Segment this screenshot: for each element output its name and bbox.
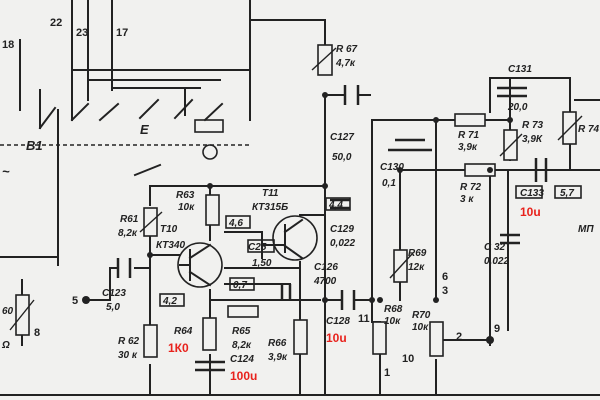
r66-value: 3,9к	[268, 352, 288, 363]
transistor-t10	[177, 242, 223, 288]
pin-17: 17	[116, 27, 128, 39]
r63-value: 10к	[178, 202, 195, 213]
c133-label: С133	[520, 188, 544, 199]
resistor-r66	[293, 319, 308, 355]
c123-value: 5,0	[106, 302, 120, 313]
node-11: 11	[358, 313, 370, 325]
t11-type: КТ315Б	[252, 202, 288, 213]
c129-value: 0,022	[330, 238, 355, 249]
switch-b1-label: В1	[26, 138, 43, 153]
c126-value: 4700	[313, 276, 337, 287]
resistor-r67	[317, 44, 333, 76]
resistor-r71	[454, 113, 486, 127]
capacitors	[116, 85, 548, 372]
resistor-r63	[205, 194, 220, 226]
r67-label: R 67	[336, 44, 358, 55]
r72-label: R 72	[460, 182, 482, 193]
r70-value: 10к	[412, 322, 429, 333]
c128-label: С128	[326, 316, 350, 327]
node-2: 2	[456, 331, 462, 343]
c124-label: С124	[230, 354, 254, 365]
c129-label: С129	[330, 224, 354, 235]
labels: 22 23 17 18 В1 E ~ R 67 4,7к С127 50,0 С…	[1, 17, 600, 383]
node-9: 9	[494, 323, 500, 335]
pin-18: 18	[2, 39, 14, 51]
r65-value: 8,2к	[232, 340, 252, 351]
r73-label: R 73	[522, 120, 544, 131]
junctions	[82, 92, 513, 344]
c125-label: С25	[248, 242, 267, 253]
box-07a: 0,7	[233, 280, 247, 291]
r62-value: 30 к	[118, 350, 138, 361]
r67-value: 4,7к	[335, 58, 356, 69]
t10-type: КТ340	[156, 240, 186, 251]
box-46: 4,6	[228, 218, 243, 229]
r71-value: 3,9к	[458, 142, 478, 153]
node-3: 3	[442, 285, 448, 297]
pin-23: 23	[76, 27, 88, 39]
resistor-r62	[143, 324, 158, 358]
tilde-label: ~	[2, 164, 10, 179]
r74-label: R 74	[578, 124, 600, 135]
omega-label: Ω	[1, 340, 10, 351]
box-57: 5,7	[560, 188, 574, 199]
c130-label: С130	[380, 162, 404, 173]
node-10: 10	[402, 353, 414, 365]
c126-label: С126	[314, 262, 338, 273]
c131-label: С131	[508, 64, 532, 75]
resistor-r65	[227, 305, 259, 318]
r70-label: R70	[412, 310, 431, 321]
r73-value: 3,9К	[522, 134, 543, 145]
r61-label: R61	[120, 214, 139, 225]
t10-label: Т10	[160, 224, 178, 235]
mp-label: МП	[578, 224, 594, 235]
node-5: 5	[72, 295, 78, 307]
r69-value: 12к	[408, 262, 425, 273]
r71-label: R 71	[458, 130, 480, 141]
c127-label: С127	[330, 132, 354, 143]
c132-label: С 32	[484, 242, 506, 253]
c132-value: 0,022	[484, 256, 509, 267]
t11-label: Т11	[262, 188, 279, 199]
r72-value: 3 к	[460, 194, 474, 205]
r66-label: R66	[268, 338, 287, 349]
value-boxes	[159, 185, 582, 307]
box-44a: 4,4	[328, 200, 343, 211]
r68-label: R68	[384, 304, 403, 315]
r65-label: R65	[232, 326, 251, 337]
r61-value: 8,2к	[118, 228, 138, 239]
switch-block	[0, 98, 250, 177]
c128-value: 10u	[326, 331, 347, 345]
c133-value: 10u	[520, 205, 541, 219]
r68-value: 10к	[384, 316, 401, 327]
c124-value: 100u	[230, 369, 257, 383]
box-150: 1,50	[252, 258, 272, 269]
c127-value: 50,0	[332, 152, 352, 163]
c131-value: 20,0	[507, 102, 528, 113]
c130-value: 0,1	[382, 178, 396, 189]
node-8: 8	[34, 327, 40, 339]
resistor-r72	[464, 163, 496, 177]
pin-22: 22	[50, 17, 62, 29]
r64-value: 1К0	[168, 341, 189, 355]
resistor-r70	[429, 321, 444, 357]
node-6: 6	[442, 271, 448, 283]
lamp-icon	[202, 144, 218, 160]
node-1: 1	[384, 367, 390, 379]
box-42: 4,2	[162, 296, 177, 307]
transistor-t11	[272, 215, 318, 261]
resistor-r64	[202, 317, 217, 351]
r63-label: R63	[176, 190, 195, 201]
resistors	[9, 44, 583, 358]
switch-e-label: E	[140, 122, 149, 137]
r62-label: R 62	[118, 336, 140, 347]
resistor-r68	[372, 321, 387, 355]
r69-label: R69	[408, 248, 427, 259]
c123-label: С123	[102, 288, 126, 299]
r64-label: R64	[174, 326, 193, 337]
r60-label: 60	[2, 306, 14, 317]
